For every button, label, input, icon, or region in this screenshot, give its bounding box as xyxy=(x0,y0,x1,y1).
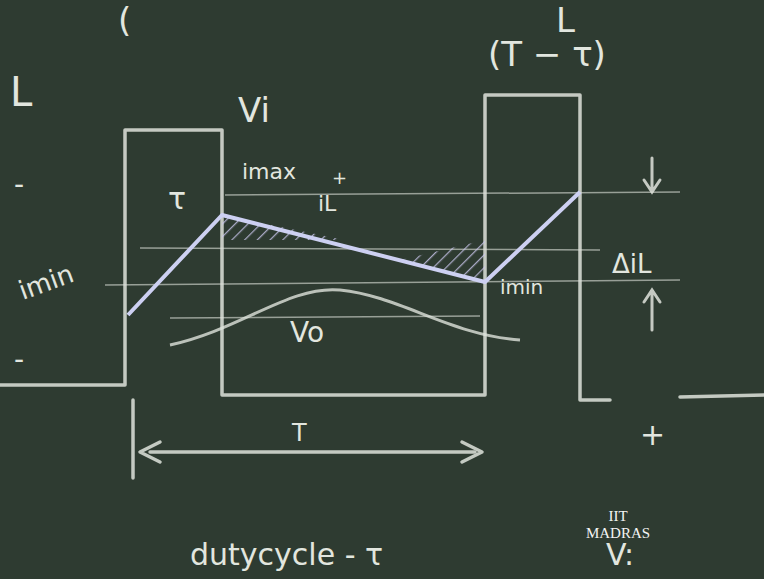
sign: - xyxy=(14,170,24,201)
inductor-current xyxy=(128,192,580,315)
note: dutycycle - τ xyxy=(190,538,383,571)
input-voltage: Vi xyxy=(238,92,270,129)
imax-level xyxy=(225,192,680,195)
output-ripple xyxy=(170,290,520,345)
hatched-area xyxy=(400,240,485,282)
current-min: imin xyxy=(500,276,543,298)
arrow-up xyxy=(644,290,660,330)
tick xyxy=(131,400,135,478)
bracket: ( xyxy=(118,2,131,39)
period-arrow xyxy=(150,450,475,454)
arrowhead xyxy=(140,442,160,462)
imin-level xyxy=(105,280,680,285)
inductor-symbol: L xyxy=(10,70,32,114)
sign: + xyxy=(332,168,347,188)
current-max: imax xyxy=(242,160,296,184)
ripple-current: ΔiL xyxy=(612,250,652,279)
current-min: imin xyxy=(15,259,78,305)
arrow-down xyxy=(644,158,660,192)
sign: - xyxy=(14,345,24,376)
output-voltage: Vo xyxy=(290,318,324,349)
arrowhead xyxy=(462,442,482,462)
on-time: τ xyxy=(168,182,186,215)
current-name: iL xyxy=(318,192,336,216)
off-time: (T − τ) xyxy=(488,36,606,73)
sign: + xyxy=(640,418,665,451)
period: T xyxy=(292,420,307,446)
watermark: IIT MADRAS xyxy=(578,508,658,541)
baseline xyxy=(680,395,764,397)
voltage-pulse xyxy=(0,95,610,400)
inductor-symbol: L xyxy=(556,2,575,39)
note: V: xyxy=(606,538,634,571)
average-level xyxy=(140,248,600,250)
